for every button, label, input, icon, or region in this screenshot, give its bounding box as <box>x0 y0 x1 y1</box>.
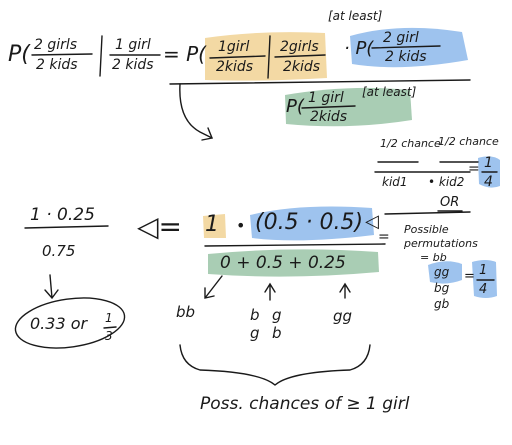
main-lhs: ◁= <box>137 210 182 243</box>
kid-2: • kid2 <box>428 175 465 189</box>
big-fraction-bar <box>169 79 471 85</box>
loop-arrow <box>179 83 213 139</box>
perm-l2: permutations <box>404 237 478 250</box>
or-label: OR <box>440 195 460 210</box>
frac-bar-or2 <box>274 54 326 58</box>
outcome-b1: b <box>250 306 260 324</box>
perm-q-num: 1 <box>479 263 488 278</box>
green-num: 1 girl <box>308 90 344 106</box>
main-one: 1 <box>205 212 219 237</box>
highlight-blue-gg <box>428 261 462 284</box>
green-den: 2kids <box>310 109 348 125</box>
num-1-girl: 1 girl <box>115 37 151 53</box>
arrow-gg <box>339 282 351 299</box>
green-p: P( <box>286 96 304 117</box>
frac-bar-or1 <box>209 55 266 59</box>
den-2-kids: 2 kids <box>36 57 78 73</box>
highlight-orange <box>205 32 327 81</box>
kid-1: kid1 <box>382 175 408 189</box>
at-least-2: [at least] <box>362 85 417 99</box>
main-eq: = <box>378 229 390 245</box>
dot-p: · P( <box>344 38 374 59</box>
side-eq: = <box>468 161 480 177</box>
den-2-kids-right: 2 kids <box>112 57 154 73</box>
left-frac-bar <box>24 225 109 229</box>
outcome-g2: g <box>250 324 260 342</box>
highlight-blue-main <box>250 206 374 241</box>
arrow-bb <box>204 275 223 299</box>
or-num1: 1girl <box>218 39 250 55</box>
frac-bar-green <box>301 105 356 109</box>
result-frac-num: 1 <box>105 311 113 325</box>
main-bar <box>204 243 386 247</box>
frac-bar-left <box>31 53 93 56</box>
main-blue: (0.5 · 0.5) <box>255 210 364 235</box>
long-arrow <box>384 211 471 215</box>
brace <box>179 344 371 386</box>
outcome-g1: g <box>272 306 282 324</box>
calc-num: 1 · 0.25 <box>30 205 95 225</box>
highlight-orange-one <box>203 214 226 238</box>
num-2-girls: 2 girls <box>34 37 78 53</box>
caption: Poss. chances of ≥ 1 girl <box>200 394 410 414</box>
outcome-b2: b <box>272 324 282 342</box>
perm-eq: = <box>464 269 475 284</box>
perm-gb: gb <box>434 297 450 311</box>
chance-2: 1/2 chance <box>438 135 499 148</box>
calc-den: 0.75 <box>42 242 76 260</box>
chance-1: 1/2 chance <box>380 137 441 150</box>
side-q-num: 1 <box>484 155 493 171</box>
or-divider <box>267 35 271 79</box>
result-text: 0.33 or <box>30 314 88 333</box>
perm-l1: Possible <box>404 223 449 236</box>
given-bar <box>99 35 103 77</box>
result-frac-den: 3 <box>105 329 113 343</box>
eq-p: = P( <box>163 42 206 66</box>
down-arrow <box>44 274 59 300</box>
or-den1: 2kids <box>216 59 254 75</box>
result-circle <box>14 297 126 349</box>
highlight-blue-quarter-2 <box>472 260 497 298</box>
at-least-1: [at least] <box>328 9 383 23</box>
frac-bar-blue <box>371 45 441 49</box>
outcome-bb: bb <box>176 303 196 321</box>
blue-num: 2 girl <box>383 30 419 46</box>
or-num2: 2girls <box>280 39 319 55</box>
outcome-gg: gg <box>333 307 353 325</box>
result-frac-bar <box>103 326 117 329</box>
perm-q-den: 4 <box>479 282 488 297</box>
loop-arrow-head <box>201 127 213 141</box>
main-arrow: ◁ <box>365 211 379 232</box>
main-denom: 0 + 0.5 + 0.25 <box>220 253 346 273</box>
perm-gg: gg <box>434 265 450 279</box>
highlight-green <box>285 87 412 127</box>
blue-den: 2 kids <box>385 49 427 65</box>
prob-p: P( <box>8 42 30 67</box>
or-den2: 2kids <box>283 59 321 75</box>
side-q-den: 4 <box>484 174 493 190</box>
arrow-mid <box>264 282 276 301</box>
perm-bb: = bb <box>420 251 447 264</box>
perm-bg: bg <box>434 281 450 295</box>
highlight-green-denom <box>208 249 379 277</box>
main-dot: • <box>236 216 246 235</box>
